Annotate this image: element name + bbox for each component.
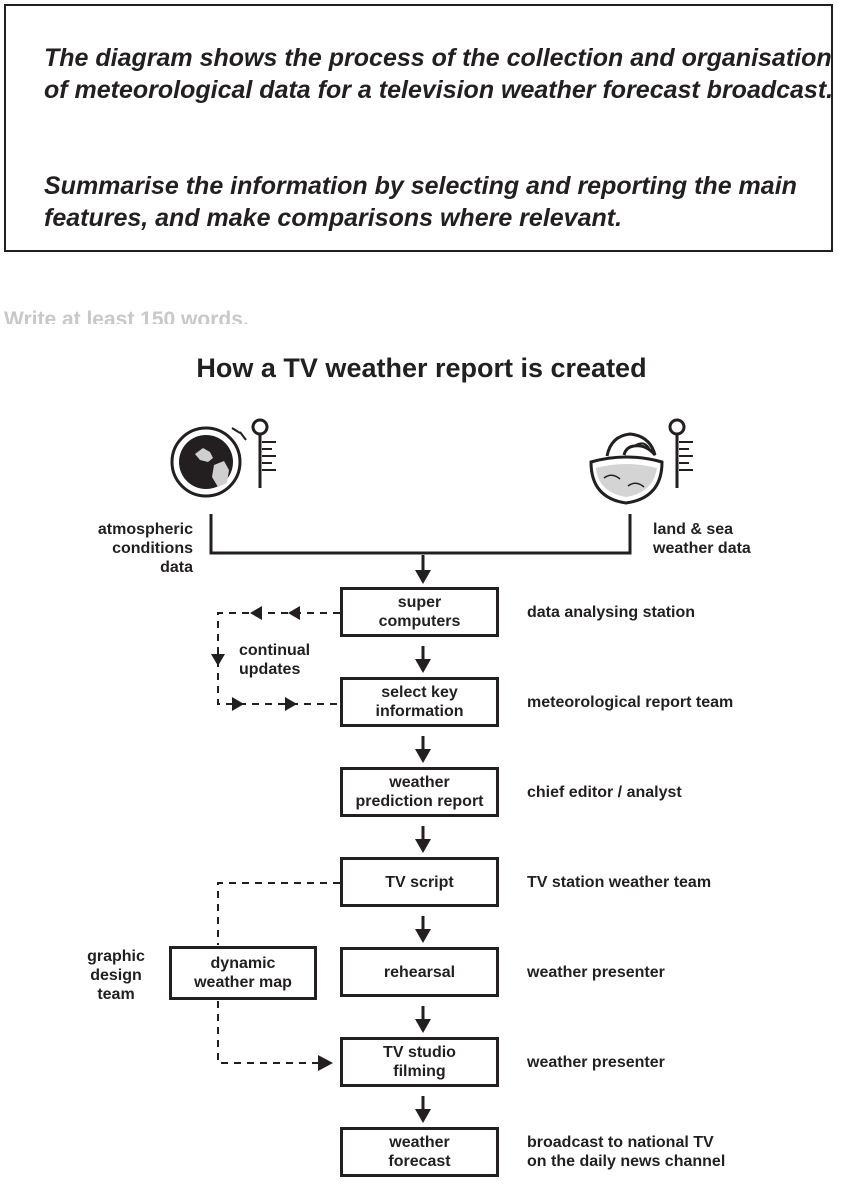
step-box-weather-prediction-report: weather prediction report — [340, 767, 499, 817]
role-label-broadcast: broadcast to national TV on the daily ne… — [527, 1134, 726, 1170]
flow-arrow — [415, 646, 431, 673]
diagram-title: How a TV weather report is created — [196, 353, 647, 383]
role-label-weather-presenter-filming: weather presenter — [527, 1054, 665, 1071]
flow-arrows — [415, 555, 431, 1123]
thermometer-icon-right — [668, 418, 693, 488]
step-box-rehearsal: rehearsal — [340, 947, 499, 997]
graphic-design-branch — [217, 882, 340, 1071]
role-label-tv-station-weather-team: TV station weather team — [527, 874, 712, 891]
task-description: The diagram shows the process of the col… — [44, 44, 834, 104]
flow-arrow — [415, 1006, 431, 1033]
role-label-meteorological-report-team: meteorological report team — [527, 694, 734, 711]
faded-word-count-text: Write at least 150 words. — [4, 308, 249, 324]
flow-arrow — [415, 916, 431, 943]
role-label-data-analysing-station: data analysing station — [527, 604, 696, 621]
source-label-atmospheric: atmospheric conditions data — [97, 521, 193, 576]
role-label-chief-editor: chief editor / analyst — [527, 784, 682, 801]
step-box-select-key-information: select key information — [340, 677, 499, 727]
step-box-weather-forecast: weather forecast — [340, 1127, 499, 1177]
flow-arrow — [415, 826, 431, 853]
thermometer-icon-left — [251, 418, 276, 488]
role-label-weather-presenter-rehearsal: weather presenter — [527, 964, 665, 981]
step-box-tv-studio-filming: TV studio filming — [340, 1037, 499, 1087]
graphic-design-team-label: graphic design team — [87, 948, 145, 1003]
step-box-super-computers: super computers — [340, 587, 499, 637]
continual-updates-label: continual updates — [239, 642, 311, 678]
flow-arrow — [415, 555, 431, 584]
flow-arrow — [415, 736, 431, 763]
ocean-bowl-icon — [589, 432, 664, 505]
task-instruction: Summarise the information by selecting a… — [44, 172, 797, 232]
task-prompt-box: The diagram shows the process of the col… — [4, 4, 833, 252]
flow-arrow — [415, 1096, 431, 1123]
dynamic-weather-map-box: dynamic weather map — [169, 946, 317, 1000]
source-label-land-sea: land & sea weather data — [653, 521, 751, 557]
source-collector-line — [209, 514, 632, 555]
globe-icon — [170, 426, 247, 498]
step-box-tv-script: TV script — [340, 857, 499, 907]
continual-updates-loop — [211, 606, 340, 711]
